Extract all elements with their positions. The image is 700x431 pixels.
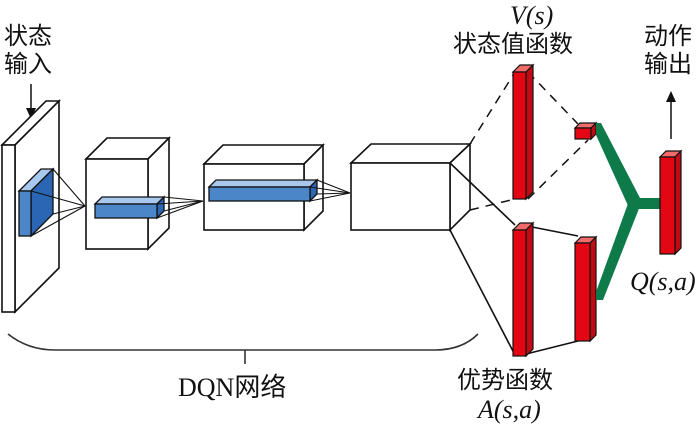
q-symbol: Q(s,a) xyxy=(630,267,696,296)
fc-input-box xyxy=(348,142,473,232)
action-output-label-line1: 动作 xyxy=(644,22,692,50)
advantage-output-layer xyxy=(573,235,598,343)
output-arrow-icon xyxy=(666,91,676,139)
advantage-stream-lines xyxy=(449,162,579,356)
conv-feature-bar-1 xyxy=(93,195,166,220)
advantage-function-label: 优势函数 xyxy=(457,366,553,394)
state-input-label-line2: 输入 xyxy=(4,50,52,78)
advantage-symbol: A(s,a) xyxy=(476,395,541,424)
value-symbol: V(s) xyxy=(510,1,553,30)
conv3-projection-lines xyxy=(309,179,351,202)
dqn-network-brace xyxy=(7,333,479,364)
value-fc-layer xyxy=(511,63,535,201)
action-output-label-line2: 输出 xyxy=(644,50,692,78)
advantage-fc-layer xyxy=(511,221,535,358)
value-function-label: 状态值函数 xyxy=(453,30,573,58)
value-output-node xyxy=(573,121,598,141)
conv-feature-bar-2 xyxy=(207,178,319,203)
conv2-projection-lines xyxy=(156,196,204,219)
conv-layer-box-1 xyxy=(84,136,171,251)
dqn-network-label: DQN网络 xyxy=(178,373,286,402)
conv1-projection-lines xyxy=(30,168,86,237)
state-input-label-line1: 状态 xyxy=(4,22,52,50)
aggregation-merge xyxy=(596,123,661,300)
q-output-layer xyxy=(658,149,683,256)
input-arrow-icon xyxy=(26,84,36,119)
